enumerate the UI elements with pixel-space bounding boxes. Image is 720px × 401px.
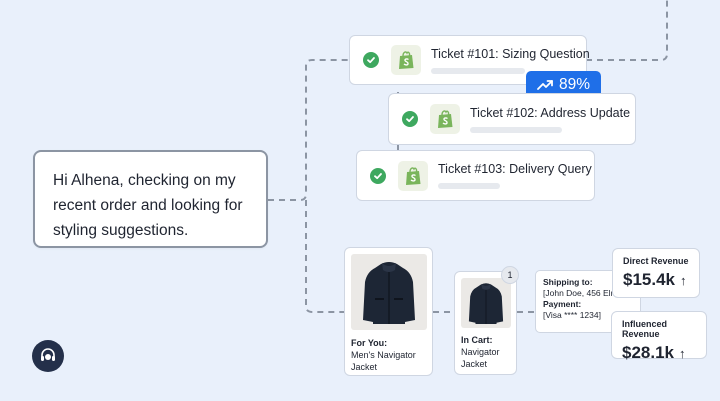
- direct-revenue-value: $15.4k: [623, 270, 675, 289]
- cart-count: 1: [507, 270, 513, 280]
- support-agent-button[interactable]: [32, 340, 64, 372]
- product-name: Men's Navigator Jacket: [351, 350, 416, 372]
- influenced-revenue-value: $28.1k: [622, 343, 674, 362]
- ticket-placeholder-bar: [438, 183, 500, 189]
- ticket-placeholder-bar: [470, 126, 562, 133]
- jacket-image: [351, 254, 427, 330]
- arrow-up-icon: ↑: [680, 272, 687, 288]
- check-circle-icon: [370, 167, 386, 184]
- ticket-title: Ticket #103: Delivery Query: [438, 162, 592, 176]
- payment-value: [Visa **** 1234]: [543, 310, 601, 320]
- resolution-rate-value: 89%: [558, 76, 591, 93]
- product-label: For You: Men's Navigator Jacket: [351, 337, 431, 373]
- jacket-image: [461, 278, 511, 328]
- ticket-placeholder-bar: [431, 67, 525, 74]
- jacket-icon: [363, 262, 415, 324]
- ticket-card-101[interactable]: Ticket #101: Sizing Question: [349, 35, 590, 85]
- ticket-title: Ticket #101: Sizing Question: [431, 46, 590, 61]
- ticket-card-103[interactable]: Ticket #103: Delivery Query: [356, 150, 595, 201]
- cart-count-badge: 1: [501, 266, 519, 284]
- ticket-card-102[interactable]: Ticket #102: Address Update: [388, 93, 636, 145]
- shipping-label: Shipping to:: [543, 277, 593, 287]
- influenced-revenue-label: Influenced Revenue: [622, 319, 668, 339]
- jacket-icon: [468, 283, 504, 325]
- shopify-bag-icon: [430, 104, 460, 134]
- product-heading: For You:: [351, 338, 388, 348]
- product-heading: In Cart:: [461, 335, 493, 345]
- product-label: In Cart: Navigator Jacket: [461, 334, 516, 370]
- shopify-bag-icon: [391, 45, 421, 75]
- product-card-in-cart[interactable]: In Cart: Navigator Jacket: [454, 271, 517, 375]
- chat-message-bubble: Hi Alhena, checking on my recent order a…: [33, 150, 268, 248]
- payment-label: Payment:: [543, 299, 582, 309]
- ticket-title: Ticket #102: Address Update: [470, 105, 631, 120]
- arrow-up-icon: ↑: [679, 345, 686, 361]
- check-circle-icon: [363, 52, 379, 68]
- direct-revenue-label: Direct Revenue: [623, 256, 689, 266]
- shopify-bag-icon: [398, 160, 428, 191]
- trending-up-icon: [537, 80, 553, 90]
- product-card-for-you[interactable]: For You: Men's Navigator Jacket: [344, 247, 433, 376]
- shipping-value: [John Doe, 456 Elm St]: [543, 288, 631, 298]
- headset-icon: [41, 348, 55, 361]
- influenced-revenue-card: Influenced Revenue $28.1k ↑: [611, 311, 707, 362]
- chat-message-text: Hi Alhena, checking on my recent order a…: [53, 172, 243, 239]
- check-circle-icon: [402, 111, 418, 127]
- direct-revenue-card: Direct Revenue $15.4k ↑: [612, 248, 700, 298]
- product-name: Navigator Jacket: [461, 347, 500, 369]
